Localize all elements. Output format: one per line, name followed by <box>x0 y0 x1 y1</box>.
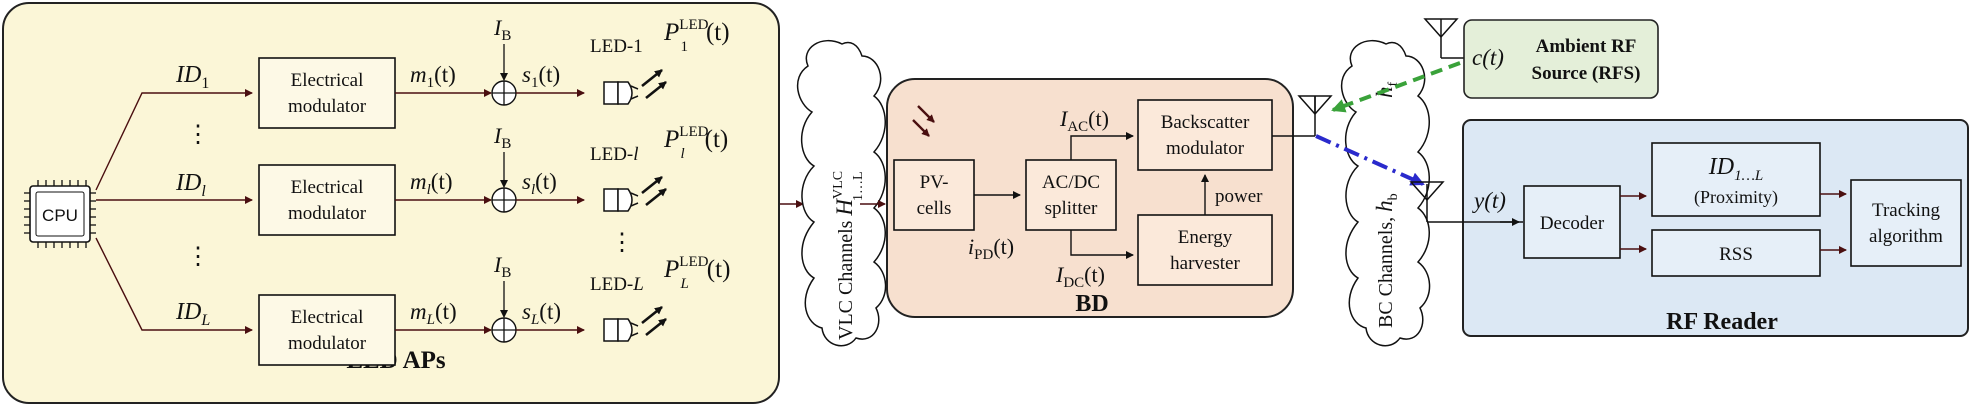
svg-text:AC/DC: AC/DC <box>1042 172 1100 193</box>
power-label: power <box>1215 186 1263 207</box>
m-1-label: m1(t) <box>410 62 456 91</box>
cpu-chip: CPU <box>24 180 96 248</box>
electrical-modulator-L <box>258 294 396 366</box>
m-l-label: ml(t) <box>410 169 453 198</box>
i-pd-label: iPD(t) <box>968 234 1014 263</box>
y-signal-label: y(t) <box>1472 188 1506 213</box>
rfs-label-line-1: Ambient RF <box>1536 36 1637 57</box>
bd-title: BD <box>1075 291 1108 317</box>
svg-text:modulator: modulator <box>1166 138 1245 159</box>
electrical-modulator-1 <box>258 57 396 129</box>
svg-text:splitter: splitter <box>1045 198 1098 219</box>
led-l-label: LED-l <box>590 144 639 165</box>
svg-text:(Proximity): (Proximity) <box>1694 187 1778 208</box>
i-dc-label: IDC(t) <box>1055 262 1105 291</box>
s-1-label: s1(t) <box>522 62 560 91</box>
electrical-modulator-l <box>258 164 396 236</box>
led-l-icon <box>603 175 667 212</box>
rfs-label-line-2: Source (RFS) <box>1532 63 1641 84</box>
c-signal-label: c(t) <box>1472 45 1504 70</box>
led-1-label: LED-1 <box>590 36 643 57</box>
svg-text:Electrical: Electrical <box>291 177 364 198</box>
ambient-rf-source-block <box>1463 19 1659 99</box>
id-l-label: IDl <box>175 170 206 200</box>
svg-text:Energy: Energy <box>1178 227 1233 248</box>
bc-channel-cloud <box>1340 39 1431 347</box>
svg-text:Tracking: Tracking <box>1872 200 1940 221</box>
rf-reader-panel <box>1462 119 1969 337</box>
bd-antenna-icon <box>1272 95 1333 137</box>
svg-text:Backscatter: Backscatter <box>1161 112 1250 133</box>
ambient-signal-arrow <box>1331 61 1461 113</box>
proximity-id-label: ID1…L <box>1708 154 1764 184</box>
pv-cells-block <box>893 159 975 231</box>
led-branch-L: IDL Electrical modulator mL(t) IB sL(t) … <box>175 252 730 366</box>
ac-dc-splitter-block <box>1025 159 1117 231</box>
svg-text:modulator: modulator <box>288 333 367 354</box>
svg-text:Electrical: Electrical <box>291 307 364 328</box>
s-l-label: sl(t) <box>522 169 557 198</box>
svg-text:Electrical: Electrical <box>291 70 364 91</box>
cpu-label: CPU <box>42 206 78 225</box>
bc-channel-label: BC Channels, hb <box>1372 193 1401 328</box>
led-1-icon <box>603 68 667 105</box>
id-1-label: ID1 <box>175 62 209 92</box>
ellipsis-led: ⋮ <box>610 230 634 256</box>
m-L-label: mL(t) <box>410 299 457 328</box>
led-branch-1: ID1 Electrical modulator m1(t) IB s1(t) … <box>175 15 730 129</box>
bias-1-label: IB <box>493 15 511 44</box>
svg-text:modulator: modulator <box>288 96 367 117</box>
svg-text:algorithm: algorithm <box>1869 226 1943 247</box>
rfs-antenna-icon <box>1423 18 1464 59</box>
energy-harvester-block <box>1137 214 1273 286</box>
light-incident-icon <box>912 105 935 137</box>
bias-l-label: IB <box>493 123 511 152</box>
proximity-id-block <box>1651 142 1821 217</box>
svg-text:Decoder: Decoder <box>1540 213 1605 234</box>
svg-text:PV-: PV- <box>920 172 949 193</box>
ellipsis-left-top: ⋮ <box>186 122 210 148</box>
id-L-label: IDL <box>175 299 210 329</box>
led-branch-l: IDl Electrical modulator ml(t) IB sl(t) … <box>175 123 728 236</box>
bias-L-label: IB <box>493 252 511 281</box>
svg-text:cells: cells <box>917 198 952 219</box>
backscatter-modulator-block <box>1137 99 1273 171</box>
svg-text:harvester: harvester <box>1170 253 1240 274</box>
led-L-icon <box>603 305 667 342</box>
backscatter-signal-arrow <box>1315 134 1425 186</box>
rf-reader-title: RF Reader <box>1666 309 1778 335</box>
s-L-label: sL(t) <box>522 299 561 328</box>
ellipsis-left-bottom: ⋮ <box>186 244 210 270</box>
decoder-block <box>1523 185 1621 259</box>
led-L-label: LED-L <box>590 274 644 295</box>
svg-text:modulator: modulator <box>288 203 367 224</box>
rss-block <box>1651 229 1821 277</box>
tracking-algorithm-block <box>1850 179 1962 267</box>
svg-text:RSS: RSS <box>1719 244 1753 265</box>
i-ac-label: IAC(t) <box>1059 106 1109 135</box>
vlc-channel-cloud <box>796 39 887 347</box>
